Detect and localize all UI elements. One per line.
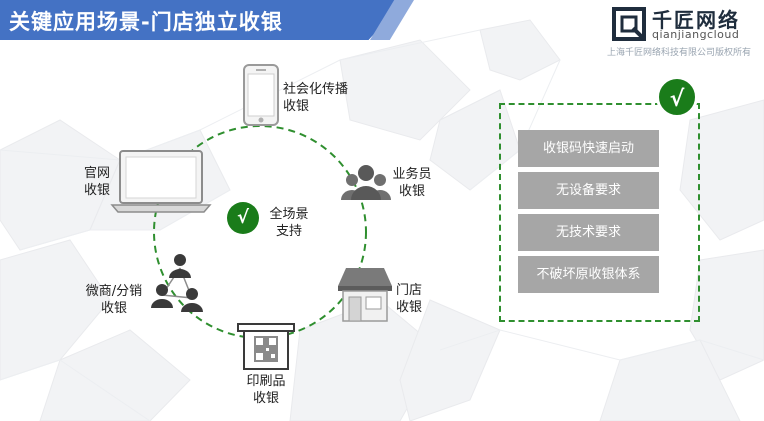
brand-name: 千匠网络 <box>652 8 740 32</box>
label-store-line2: 收银 <box>395 300 422 315</box>
brand-subtitle: qianjiangcloud <box>652 28 740 41</box>
label-sales: 业务员 收银 <box>390 166 434 200</box>
label-web: 官网 收银 <box>82 165 112 199</box>
label-web-line2: 收银 <box>83 183 110 198</box>
label-sales-line2: 收银 <box>398 184 425 199</box>
requirement-item: 无设备要求 <box>518 172 659 209</box>
center-check-icon: √ <box>227 202 259 234</box>
smartphone-icon <box>243 64 279 126</box>
page-title: 关键应用场景-门店独立收银 <box>9 10 283 34</box>
label-social: 社会化传播 收银 <box>283 81 348 115</box>
requirement-item: 收银码快速启动 <box>518 130 659 167</box>
requirement-item: 不破坏原收银体系 <box>518 256 659 293</box>
label-print-line2: 收银 <box>252 391 279 406</box>
label-store-line1: 门店 <box>395 283 422 298</box>
requirements-panel: 收银码快速启动 无设备要求 无技术要求 不破坏原收银体系 <box>499 103 700 322</box>
label-social-line1: 社会化传播 <box>283 82 349 97</box>
label-web-line1: 官网 <box>83 166 110 181</box>
storefront-icon <box>338 268 392 322</box>
label-distribution: 微商/分销 收银 <box>78 283 150 317</box>
laptop-icon <box>110 150 212 213</box>
requirements-check-icon: √ <box>656 76 698 118</box>
center-label-line2: 支持 <box>275 224 302 239</box>
label-store: 门店 收银 <box>392 282 426 316</box>
requirement-item: 无技术要求 <box>518 214 659 251</box>
copyright-text: 上海千匠网络科技有限公司版权所有 <box>607 48 752 58</box>
label-distribution-line2: 收银 <box>100 301 127 316</box>
center-label-line1: 全场景 <box>269 207 309 222</box>
header-banner <box>0 0 405 40</box>
center-label: 全场景 支持 <box>264 206 314 240</box>
label-sales-line1: 业务员 <box>392 167 432 182</box>
brand-logo-icon <box>612 7 646 41</box>
label-print-line1: 印刷品 <box>246 374 286 389</box>
label-distribution-line1: 微商/分销 <box>85 284 143 299</box>
network-users-icon <box>151 254 203 312</box>
scenario-ring <box>153 125 367 339</box>
label-print: 印刷品 收银 <box>241 373 291 407</box>
label-social-line2: 收银 <box>283 99 310 114</box>
qr-code-icon <box>237 323 295 370</box>
team-icon <box>341 165 391 200</box>
